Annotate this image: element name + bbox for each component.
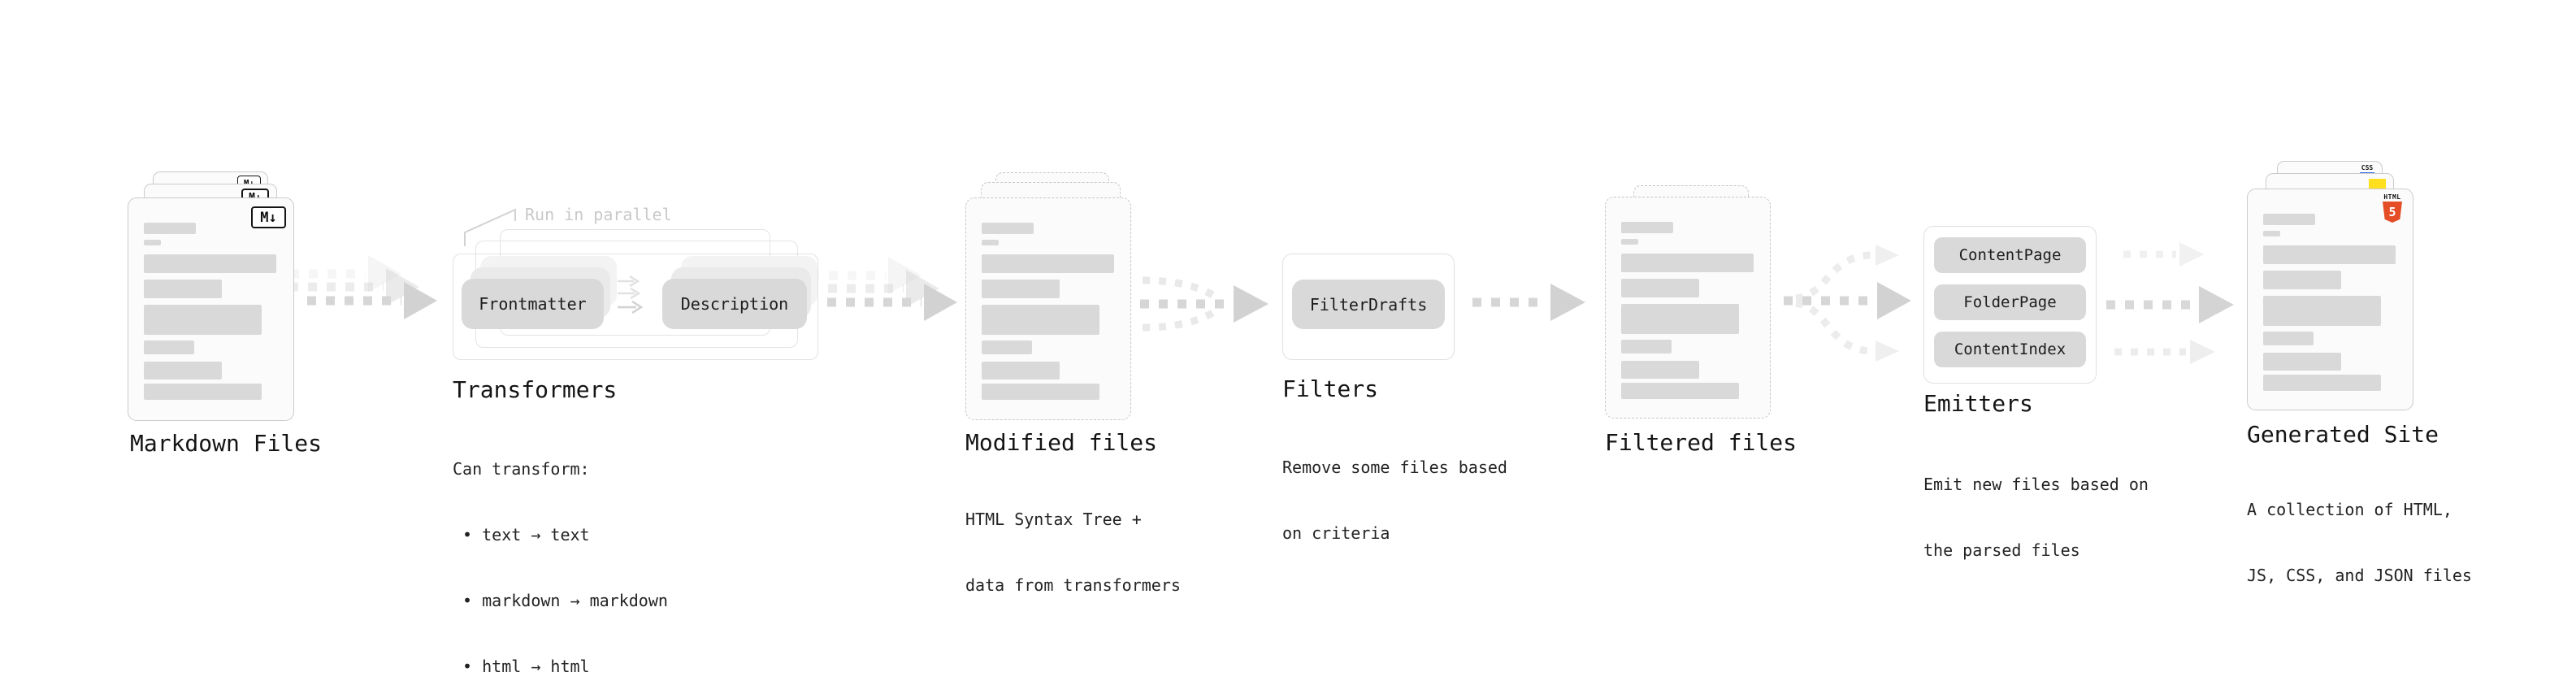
arrow-emitters-to-site (2106, 242, 2234, 364)
arrow-filters-to-filtered (1472, 284, 1585, 321)
emitters-title: Emitters (1923, 390, 2033, 417)
description-pill: Description (662, 279, 807, 329)
text-placeholder-bars (1606, 197, 1770, 418)
transformer-box-front (453, 254, 818, 360)
contentpage-pill: ContentPage (1934, 237, 2086, 273)
modified-file-card (965, 197, 1131, 420)
transformer-pill-arrows (618, 275, 644, 314)
transformers-description: Can transform: • text → text • markdown … (453, 459, 668, 676)
js-icon (2369, 179, 2386, 190)
transformers-title: Transformers (453, 376, 618, 403)
arrow-filtered-to-emitters (1784, 245, 1911, 362)
filtered-file-card (1605, 197, 1771, 419)
text-placeholder-bars (966, 198, 1130, 419)
generated-site-description: A collection of HTML, JS, CSS, and JSON … (2247, 500, 2472, 585)
markdown-file-card: M↓ (128, 197, 294, 421)
contentindex-pill: ContentIndex (1934, 332, 2086, 367)
run-in-parallel-bracket-line (464, 208, 516, 246)
folderpage-pill: FolderPage (1934, 284, 2086, 320)
run-in-parallel-note: Run in parallel (525, 205, 672, 224)
arrow-markdown-to-transformers (271, 255, 437, 319)
filterdrafts-pill: FilterDrafts (1292, 280, 1445, 329)
text-placeholder-bars (128, 198, 293, 420)
frontmatter-pill: Frontmatter (462, 279, 604, 329)
generated-html-card: HTML 5 (2247, 189, 2413, 410)
filters-title: Filters (1282, 375, 1379, 402)
html5-icon: HTML 5 (2382, 194, 2403, 223)
arrow-modified-to-filters (1140, 276, 1268, 332)
modified-files-description: HTML Syntax Tree + data from transformer… (965, 510, 1181, 595)
modified-files-title: Modified files (965, 429, 1158, 456)
filtered-files-title: Filtered files (1605, 429, 1798, 456)
markdown-files-title: Markdown Files (130, 430, 323, 457)
text-placeholder-bars (2248, 189, 2413, 410)
filters-description: Remove some files based on criteria (1282, 458, 1507, 543)
emitters-description: Emit new files based on the parsed files (1923, 475, 2149, 560)
markdown-icon: M↓ (251, 206, 286, 228)
generated-site-title: Generated Site (2247, 421, 2439, 448)
